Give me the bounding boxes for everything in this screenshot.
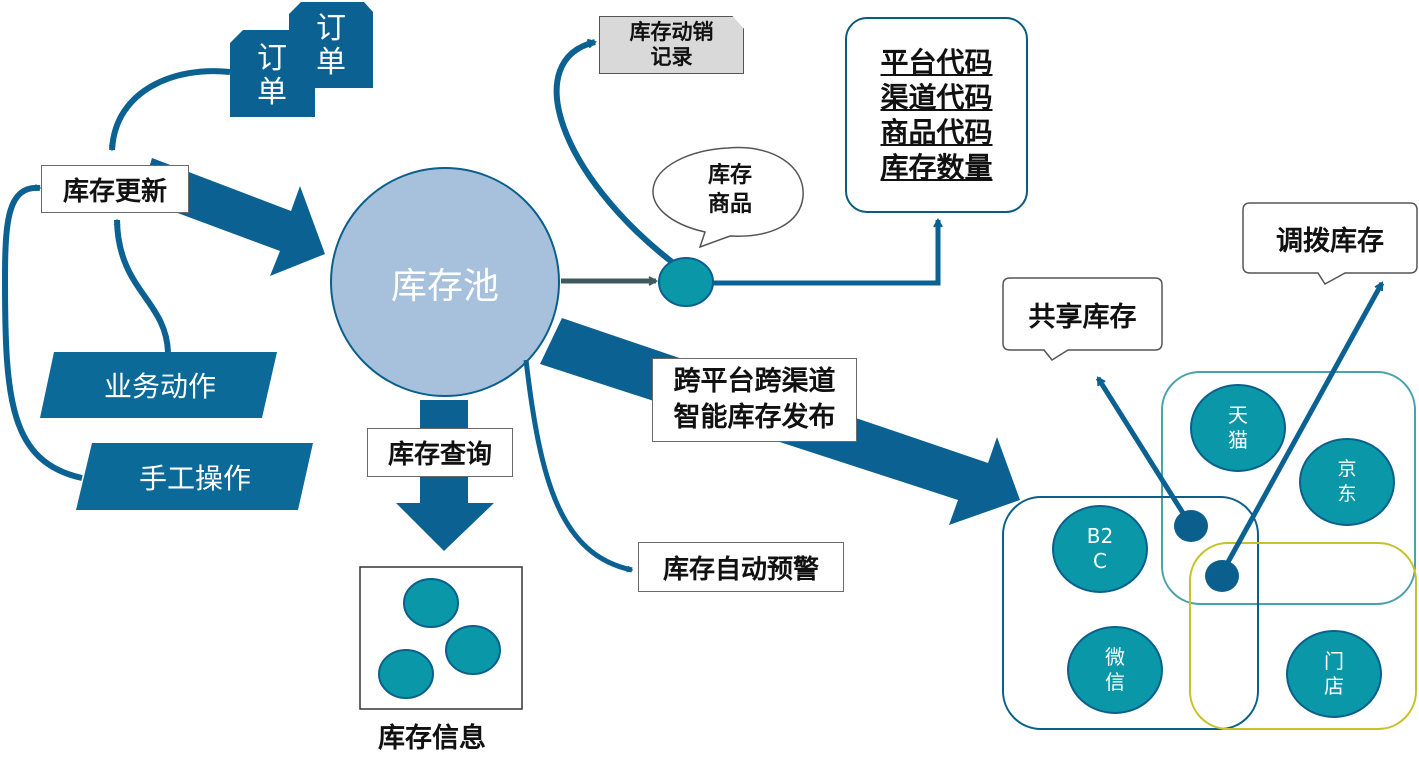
auto-alert-box: 库存自动预警 [638,542,844,592]
order-card-back-label: 订 单 [316,11,346,80]
info-dot-1 [403,578,459,628]
shared-bubble-shape [1002,277,1163,361]
inventory-info-label: 库存信息 [378,722,486,754]
manual-operation-shape [76,443,313,510]
inventory-goods-label: 库存 商品 [707,163,752,217]
curve-manual-to-update [1,184,83,481]
inventory-update-box: 库存更新 [41,165,189,213]
channel-b2c-label: B2 C [1086,524,1114,573]
inventory-pool-circle [330,167,560,397]
arrow-transfer [1219,281,1385,575]
channel-wechat-label: 微 信 [1105,645,1125,694]
arrow-shared [1095,376,1191,523]
transfer-bubble-shape [1242,202,1418,285]
channel-code-label: 渠道代码 [880,81,993,114]
curve-node-to-record [553,38,674,265]
order-card-front-label: 订 单 [257,41,287,110]
info-dot-2 [445,625,501,675]
channel-jd-circle [1299,438,1395,526]
publish-label-box: 跨平台跨渠道 智能库存发布 [652,358,857,442]
info-dot-3 [378,649,434,699]
curve-orders-to-update [108,68,231,152]
inventory-pool-label: 库存池 [390,266,499,307]
order-card-front [230,30,315,117]
channel-b2c-circle [1052,505,1148,593]
channel-jd-label: 京 东 [1337,458,1357,505]
region-top-right [1161,371,1416,605]
channel-wechat-circle [1067,626,1163,714]
product-code-label: 商品代码 [880,116,993,149]
transfer-node [1205,560,1239,592]
path-node-to-codes [712,217,943,286]
region-left [1002,496,1259,730]
business-action-label: 业务动作 [103,370,216,403]
channel-store-circle [1286,630,1382,718]
transfer-inventory-label: 调拨库存 [1276,225,1384,257]
inventory-goods-bubble-shape [652,146,804,249]
curve-action-to-update [113,218,171,353]
codes-box: 平台代码 渠道代码 商品代码 库存数量 [845,17,1028,213]
stock-quantity-label: 库存数量 [880,151,993,184]
channel-store-label: 门 店 [1324,649,1344,698]
curve-pool-to-alert [523,359,634,573]
inventory-query-box: 库存查询 [367,428,513,477]
shared-node [1174,510,1208,542]
movement-record-tag: 库存动销 记录 [599,16,744,74]
channel-tmall-circle [1190,384,1286,472]
manual-operation-label: 手工操作 [138,462,251,495]
region-bottom-right [1189,542,1417,730]
shared-inventory-label: 共享库存 [1028,301,1137,333]
channel-tmall-label: 天 猫 [1228,403,1248,452]
platform-code-label: 平台代码 [880,46,993,79]
business-action-shape [40,352,277,418]
inventory-node [658,257,714,307]
